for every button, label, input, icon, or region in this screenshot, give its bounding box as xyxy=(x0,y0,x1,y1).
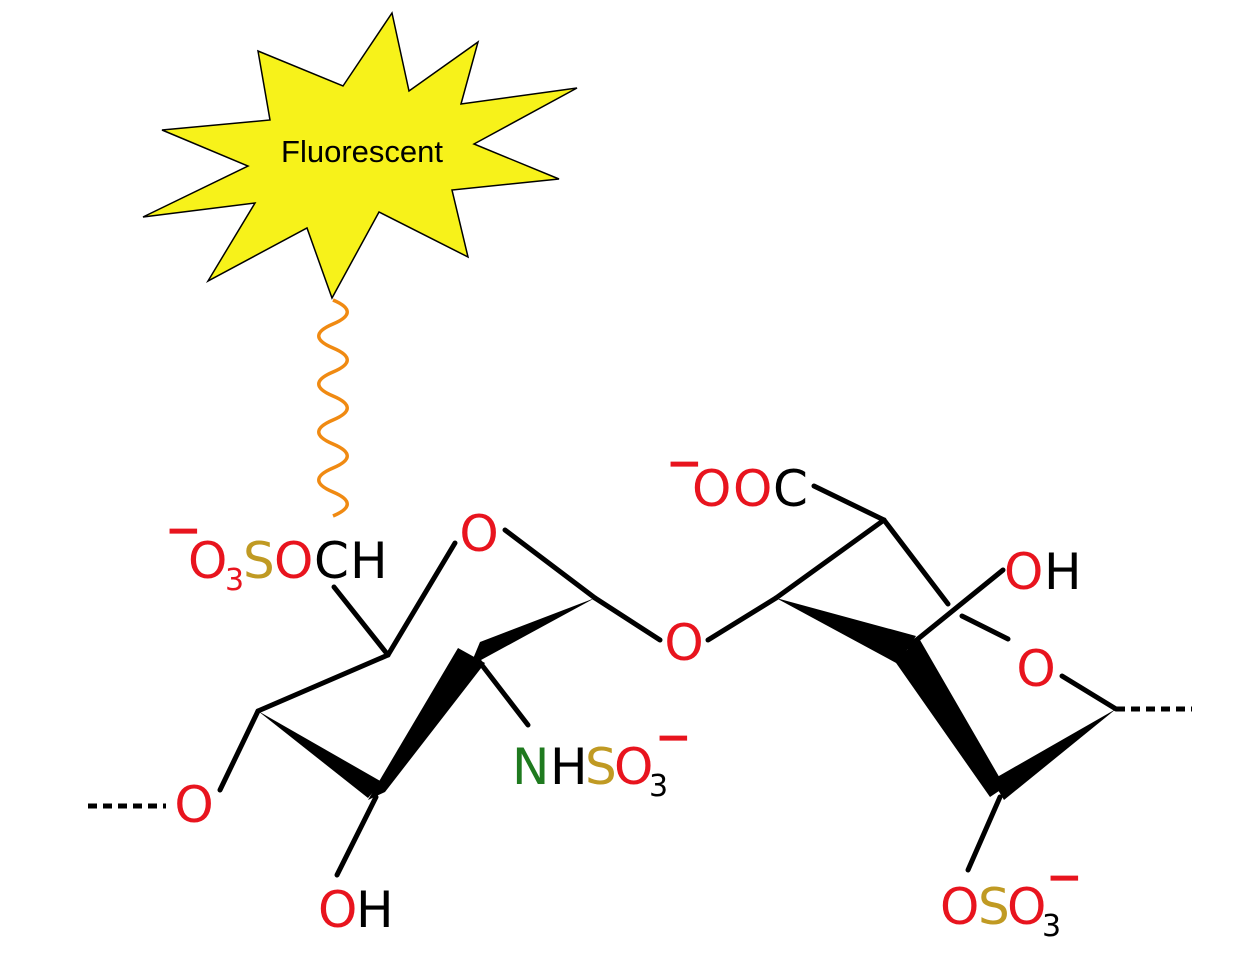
oh-ring2-group: O H xyxy=(1004,543,1082,601)
ring2-wedge-right xyxy=(992,709,1116,800)
oso3-o2: O xyxy=(1007,878,1046,936)
ring1-bonds xyxy=(217,527,663,878)
ring2-wedge-left xyxy=(776,598,916,664)
oso3-s: S xyxy=(978,878,1010,936)
fluorescent-label: Fluorescent xyxy=(281,134,443,169)
cooh-o1: O xyxy=(692,460,731,518)
ch2oso3-c: C xyxy=(314,532,349,590)
oh-ring2-o: O xyxy=(1004,543,1043,601)
nhso3-h: H xyxy=(550,738,588,796)
nhso3-charge: − xyxy=(655,712,692,763)
nhso3-sub: 3 xyxy=(649,769,668,804)
o-left-link: O xyxy=(174,776,213,834)
oso3-charge: − xyxy=(1046,852,1083,903)
ring1-wedge-right xyxy=(470,598,595,666)
oso3-o1: O xyxy=(940,878,979,936)
oso3-group: O S O 3 − xyxy=(940,852,1083,944)
ch2oso3-sub: 3 xyxy=(225,563,244,598)
ch2oso3-s: S xyxy=(243,532,275,590)
o-ring1: O xyxy=(459,505,498,563)
oso3-sub: 3 xyxy=(1042,909,1061,944)
cooh-group: − O O C xyxy=(666,438,808,518)
ring2-wedge-front xyxy=(894,640,1005,797)
ring1-wedge-front xyxy=(368,648,485,800)
cooh-c: C xyxy=(773,460,808,518)
fluorescent-burst xyxy=(142,11,578,300)
nhso3-o: O xyxy=(614,738,653,796)
ch2oso3-h: H xyxy=(350,532,388,590)
oh-ring1-o: O xyxy=(318,881,357,939)
oh-ring2-h: H xyxy=(1044,543,1082,601)
ch2oso3-o2: O xyxy=(274,532,313,590)
oh-ring1-group: O H xyxy=(318,881,394,939)
oh-ring1-h: H xyxy=(356,881,394,939)
ring1-wedge-left xyxy=(258,711,382,798)
ring2-bonds xyxy=(705,483,1119,873)
linker-wave xyxy=(317,298,349,518)
ch2oso3-o1: O xyxy=(188,532,227,590)
nhso3-group: N H S O 3 − xyxy=(512,712,692,804)
o-ring2: O xyxy=(1016,640,1055,698)
nhso3-s: S xyxy=(585,738,617,796)
nhso3-n: N xyxy=(512,738,549,796)
ch2oso3-group: − O 3 S O C H xyxy=(165,505,388,598)
cooh-charge: − xyxy=(666,438,703,489)
ch2oso3-charge: − xyxy=(165,505,202,556)
o-glycosidic: O xyxy=(664,614,703,672)
cooh-o2: O xyxy=(733,460,772,518)
